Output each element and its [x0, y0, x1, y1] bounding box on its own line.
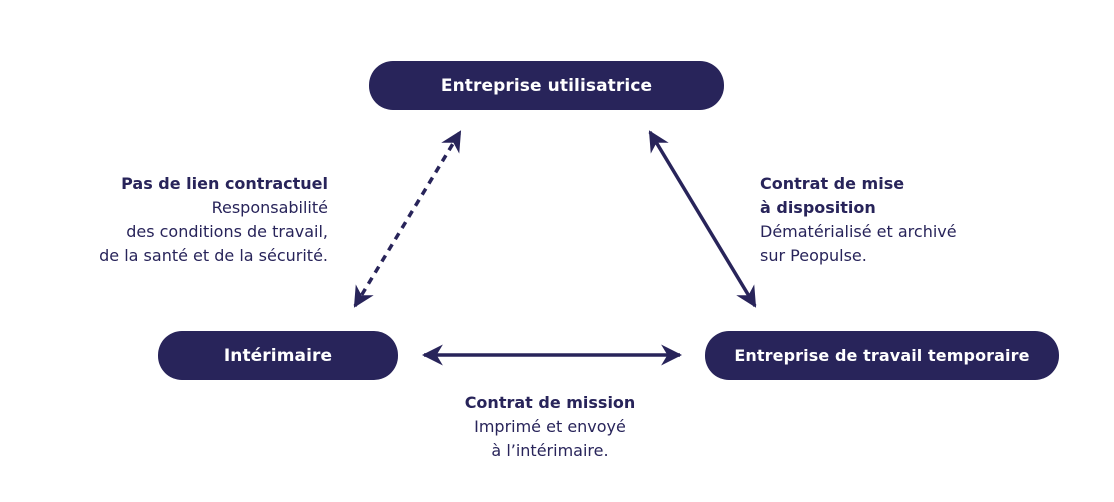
label-no-contract: Pas de lien contractuel Responsabilité d…: [99, 172, 328, 268]
label-mise-a-disposition-line: Dématérialisé et archivé: [760, 222, 957, 241]
label-contrat-de-mission-line: Imprimé et envoyé: [474, 417, 626, 436]
label-mise-a-disposition-title: Contrat de mise: [760, 174, 905, 193]
node-interimaire: Intérimaire: [158, 331, 398, 380]
label-contrat-de-mission-title: Contrat de mission: [464, 393, 636, 412]
label-no-contract-line: de la santé et de la sécurité.: [99, 246, 328, 265]
dashed-arrow-no-contract: [353, 130, 462, 308]
label-mise-a-disposition-title: à disposition: [760, 198, 876, 217]
label-no-contract-line: des conditions de travail,: [126, 222, 328, 241]
label-mise-a-disposition-line: sur Peopulse.: [760, 246, 867, 265]
arrow-contrat-mise-a-disposition: [648, 130, 757, 308]
label-no-contract-title: Pas de lien contractuel: [121, 174, 328, 193]
label-contrat-de-mission-line: à l’intérimaire.: [491, 441, 609, 460]
node-entreprise-travail-temporaire: Entreprise de travail temporaire: [705, 331, 1059, 380]
node-entreprise-utilisatrice: Entreprise utilisatrice: [369, 61, 724, 110]
label-mise-a-disposition: Contrat de mise à disposition Dématérial…: [760, 172, 957, 268]
label-contrat-de-mission: Contrat de mission Imprimé et envoyé à l…: [380, 391, 720, 463]
label-no-contract-line: Responsabilité: [211, 198, 328, 217]
